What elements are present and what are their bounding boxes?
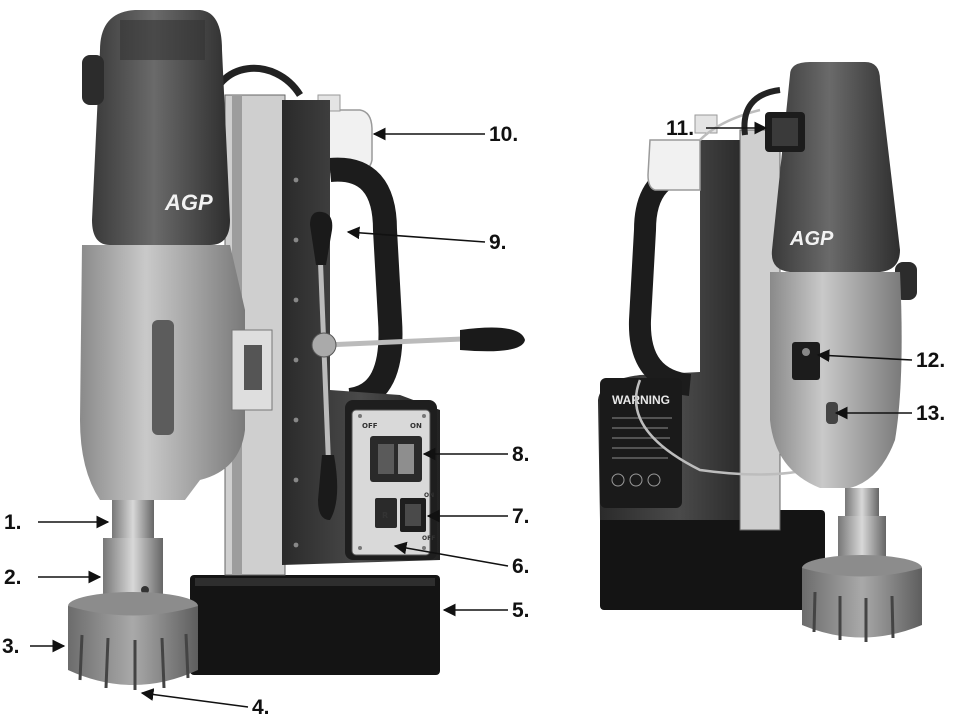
magnet-base-right [600, 510, 825, 610]
callout-1: 1. [4, 511, 22, 534]
brand-logo-right: AGP [789, 228, 834, 250]
switch-panel: OFF ON R ON OFF [345, 400, 437, 560]
magnet-switch[interactable] [370, 436, 422, 482]
drill-right-view: WARNING AGP [598, 62, 922, 642]
callout-4: 4. [252, 696, 270, 717]
callout-5: 5. [512, 599, 530, 622]
callout-10: 10. [489, 123, 518, 146]
reverse-switch-label: R [382, 511, 388, 520]
callout-8: 8. [512, 443, 530, 466]
gear-selector[interactable] [792, 342, 820, 380]
callout-11: 11. [666, 117, 694, 140]
callout-3: 3. [2, 635, 20, 658]
callouts [30, 121, 913, 708]
annular-cutter [68, 592, 198, 690]
gearbox [80, 245, 273, 500]
callout-9: 9. [489, 231, 507, 254]
switch-off-label: OFF [362, 422, 378, 430]
switch-on-label: ON [410, 422, 422, 430]
gearbox-right [770, 272, 902, 488]
drill-left-view: OFF ON R ON OFF AGP [68, 10, 525, 690]
reverse-switch[interactable] [375, 498, 397, 528]
callout-6: 6. [512, 555, 530, 578]
carry-handle [328, 157, 403, 412]
spindle [112, 500, 154, 538]
warning-panel: WARNING [600, 378, 682, 508]
coolant-tube [634, 108, 816, 476]
coolant-bottle-right [647, 139, 701, 191]
feed-handle[interactable] [310, 211, 525, 520]
motor-housing-right: AGP [765, 62, 917, 300]
rocker-off-label: OFF [422, 535, 435, 542]
callout-12: 12. [916, 349, 945, 372]
brand-logo-left: AGP [164, 190, 213, 215]
magnet-base [190, 575, 440, 675]
rocker-on-label: ON [424, 492, 434, 499]
callout-2: 2. [4, 566, 22, 589]
warning-label: WARNING [612, 393, 670, 407]
annular-cutter-right [802, 555, 922, 642]
motor-housing: AGP [82, 10, 230, 245]
callout-7: 7. [512, 505, 530, 528]
callout-13: 13. [916, 402, 945, 425]
carry-handle-right [628, 159, 701, 396]
callout-labels: 1. 2. 3. 4. 5. 6. 7. 8. 9. 10. 11. 12. 1… [2, 117, 945, 717]
